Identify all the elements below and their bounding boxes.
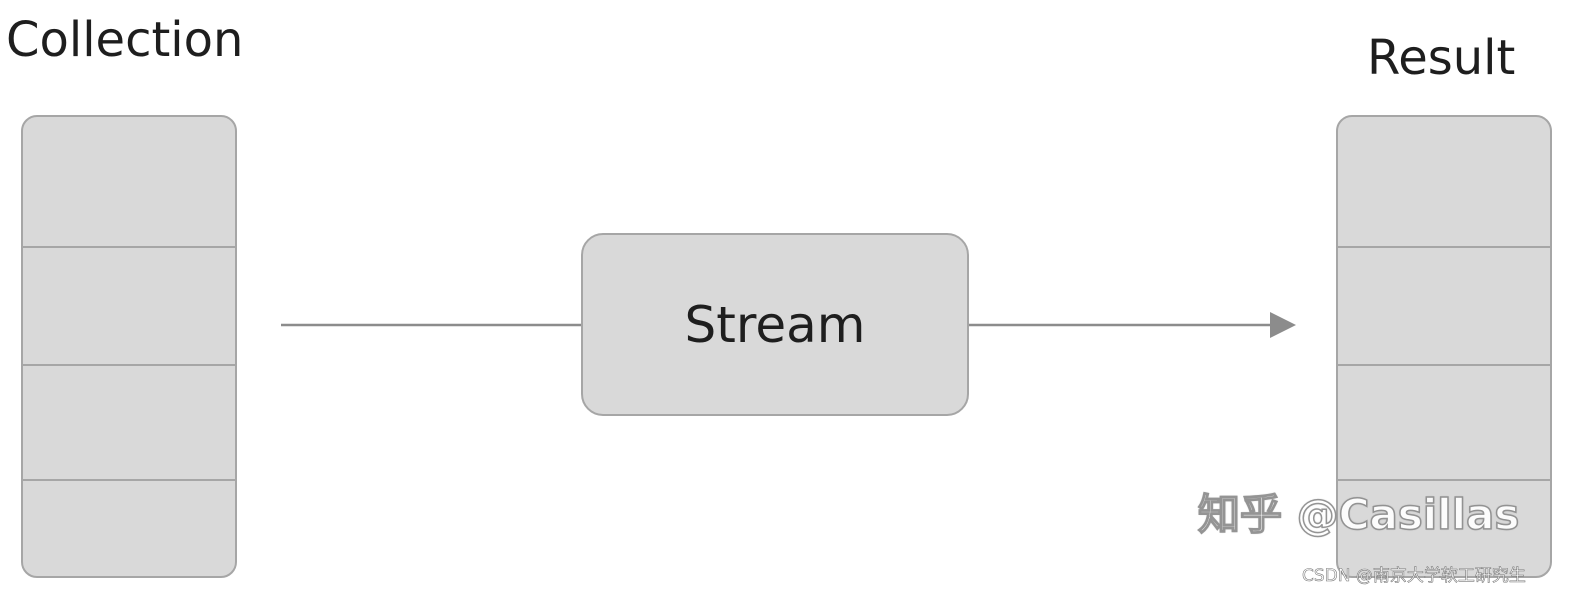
result-label: Result	[1367, 30, 1516, 86]
zhihu-watermark: 知乎 @Casillas	[1197, 489, 1520, 540]
result-cell	[1338, 479, 1550, 576]
stream-box: Stream	[581, 233, 969, 416]
collection-cell	[23, 246, 235, 364]
collection-cell	[23, 479, 235, 576]
result-stack	[1336, 115, 1552, 578]
result-cell	[1338, 364, 1550, 479]
arrowhead-icon	[1270, 312, 1296, 338]
stream-label: Stream	[684, 295, 866, 354]
result-cell	[1338, 246, 1550, 364]
csdn-credit: CSDN @南京大学软工研究生	[1302, 566, 1526, 587]
collection-label: Collection	[6, 12, 244, 68]
collection-cell	[23, 364, 235, 479]
collection-stack	[21, 115, 237, 578]
result-cell	[1338, 117, 1550, 246]
